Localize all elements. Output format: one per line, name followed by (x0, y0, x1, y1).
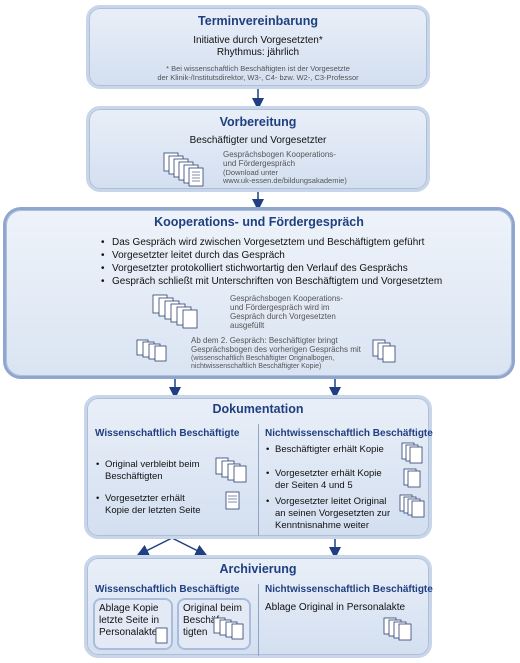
item-line: Kenntnisnahme weiter (275, 520, 369, 531)
archivierung-title: Archivierung (219, 562, 297, 576)
dokumentation-divider (258, 424, 259, 536)
dokumentation-left-heading: Wissenschaftlich Beschäftigte (95, 428, 240, 439)
document-stack-icon (403, 468, 421, 488)
box-line: Original beim (183, 603, 242, 614)
document-stack-icon (401, 442, 423, 464)
document-stack-icon (399, 494, 425, 518)
dokumentation-left-item: Vorgesetzter erhält Kopie der letzten Se… (96, 493, 201, 517)
archivierung-divider (258, 584, 259, 656)
kooperation-doc-b-line2: Gesprächsbogen des vorherigen Gesprächs … (191, 345, 361, 354)
vorbereitung-doc-line4: www.uk-essen.de/bildungsakademie) (223, 176, 347, 185)
archivierung-right-heading: Nichtwissenschaftlich Beschäftigte (265, 584, 433, 595)
item-line: an seinen Vorgesetzten zur (275, 508, 391, 519)
kooperation-doc-b-line1: Ab dem 2. Gespräch: Beschäftigter bringt (191, 336, 338, 345)
item-line: Original verbleibt beim (105, 459, 200, 470)
kooperation-box: Kooperations- und Fördergespräch Das Ges… (3, 207, 515, 379)
arrow-doku-archiv-split-right (171, 537, 208, 556)
dokumentation-right-item: Vorgesetzter leitet Original an seinen V… (266, 496, 391, 532)
vorbereitung-box: Vorbereitung Beschäftigter und Vorgesetz… (86, 106, 430, 192)
box-line: letzte Seite in (99, 615, 160, 626)
dokumentation-left-item: Original verbleibt beim Beschäftigten (96, 459, 200, 483)
terminvereinbarung-note1: * Bei wissenschaftlich Beschäftigten ist… (166, 64, 350, 73)
box-line: Beschäf- (183, 615, 223, 626)
item-line: Vorgesetzter leitet Original (275, 496, 387, 507)
kooperation-bullet: Das Gespräch wird zwischen Vorgesetztem … (98, 236, 442, 249)
arrow-doku-archiv-split-left (136, 537, 173, 556)
kooperation-bullet: Vorgesetzter protokolliert stichwortarti… (98, 262, 442, 275)
vorbereitung-doc-line3: (Download unter (223, 168, 279, 177)
archivierung-left-heading: Wissenschaftlich Beschäftigte (95, 584, 240, 595)
dokumentation-right-heading: Nichtwissenschaftlich Beschäftigte (265, 428, 433, 439)
kooperation-doc-a-line2: und Fördergespräch wird im (230, 303, 330, 312)
kooperation-bullet: Gespräch schließt mit Unterschriften von… (98, 275, 442, 288)
document-stack-icon (372, 339, 396, 363)
terminvereinbarung-title: Terminvereinbarung (198, 14, 318, 28)
kooperation-title: Kooperations- und Fördergespräch (154, 215, 364, 229)
document-icon (225, 491, 240, 510)
document-stack-icon (213, 617, 244, 640)
kooperation-doc-a-line1: Gesprächsbogen Kooperations- (230, 294, 343, 303)
item-line: Beschäftigten (105, 471, 163, 482)
archivierung-box: Archivierung Wissenschaftlich Beschäftig… (84, 555, 433, 658)
document-stack-icon (136, 339, 167, 362)
item-line: Vorgesetzter erhält (105, 493, 185, 504)
item-line: Beschäftigter erhält Kopie (275, 444, 384, 455)
vorbereitung-doc-line2: und Fördergespräch (223, 159, 296, 168)
document-icon (155, 627, 168, 644)
document-stack-icon (152, 294, 198, 329)
terminvereinbarung-note2: der Klinik-/Institutsdirektor, W3-, C4- … (157, 73, 359, 82)
dokumentation-title: Dokumentation (212, 402, 304, 416)
terminvereinbarung-line1: Initiative durch Vorgesetzten* (193, 35, 323, 46)
dokumentation-box: Dokumentation Wissenschaftlich Beschäfti… (84, 395, 433, 539)
item-line: Kopie der letzten Seite (105, 505, 201, 516)
vorbereitung-title: Vorbereitung (219, 115, 297, 129)
kooperation-bullet: Vorgesetzter leitet durch das Gespräch (98, 249, 442, 262)
document-stack-icon (163, 152, 204, 187)
terminvereinbarung-box: Terminvereinbarung Initiative durch Vorg… (86, 5, 430, 89)
box-line: tigten (183, 627, 208, 638)
vorbereitung-doc-line1: Gesprächsbogen Kooperations- (223, 150, 336, 159)
dokumentation-right-item: Beschäftigter erhält Kopie (266, 444, 384, 456)
document-stack-icon (383, 617, 412, 641)
kooperation-doc-a-line4: ausgefüllt (230, 321, 265, 330)
item-line: Vorgesetzter erhält Kopie (275, 468, 382, 479)
kooperation-doc-b-line4: nichtwissenschaftlich Beschäftigter Kopi… (191, 363, 322, 370)
terminvereinbarung-line2: Rhythmus: jährlich (216, 47, 300, 58)
kooperation-doc-a-line3: Gespräch durch Vorgesetzten (230, 312, 336, 321)
archivierung-right-text: Ablage Original in Personalakte (265, 602, 406, 613)
archivierung-left-box-1: Ablage Kopie letzte Seite in Personalakt… (93, 598, 173, 650)
dokumentation-right-item: Vorgesetzter erhält Kopie der Seiten 4 u… (266, 468, 382, 492)
vorbereitung-line1: Beschäftigter und Vorgesetzter (189, 135, 327, 146)
document-stack-icon (215, 457, 247, 483)
kooperation-doc-b-line3: (wissenschaftlich Beschäftigter Original… (191, 355, 335, 362)
box-line: Personalakte (99, 627, 158, 638)
item-line: der Seiten 4 und 5 (275, 480, 353, 491)
box-line: Ablage Kopie (99, 603, 159, 614)
kooperation-bullets: Das Gespräch wird zwischen Vorgesetztem … (98, 236, 442, 288)
